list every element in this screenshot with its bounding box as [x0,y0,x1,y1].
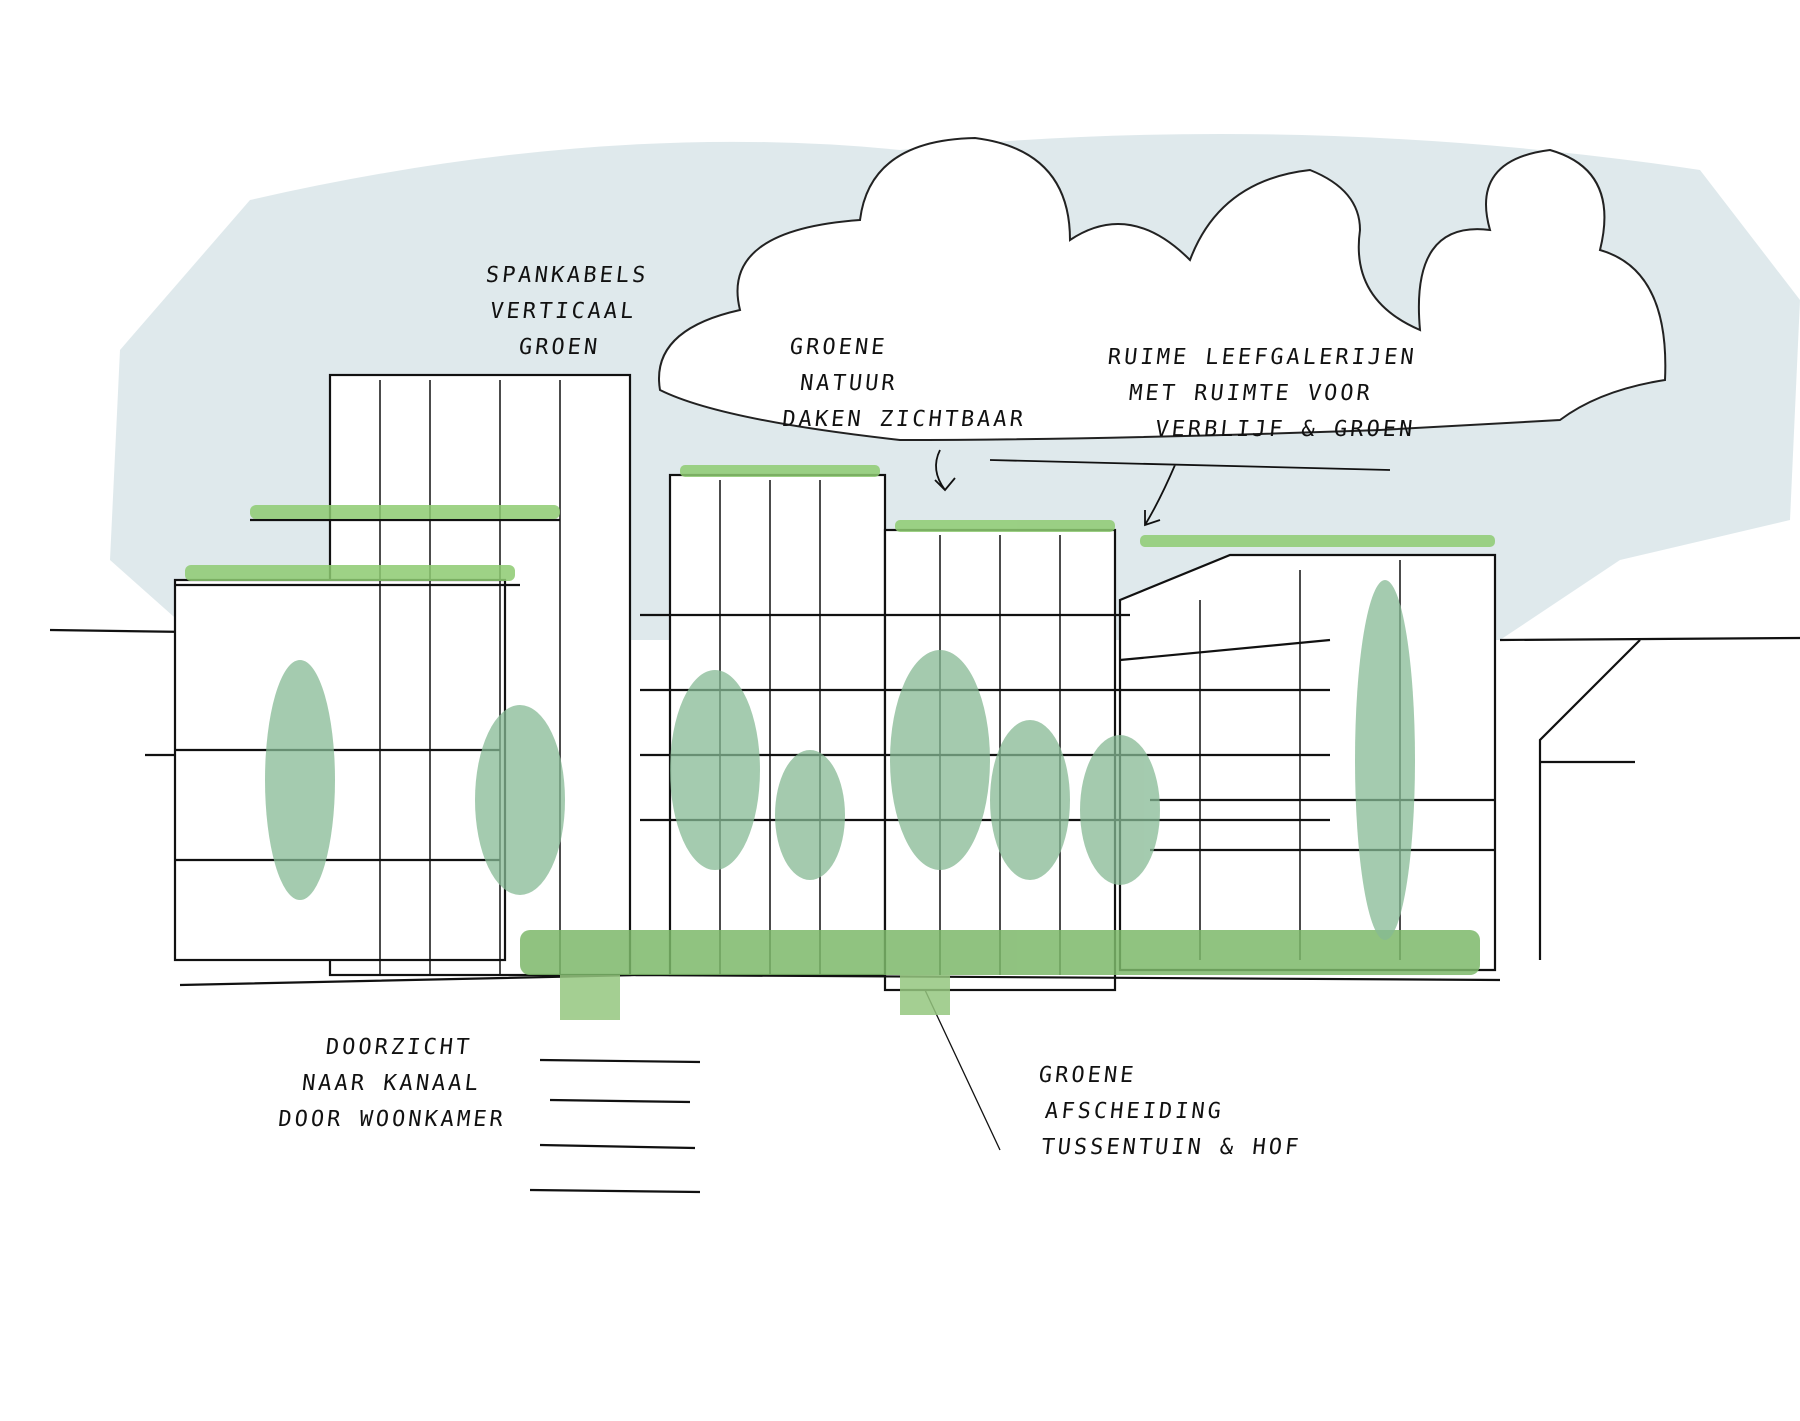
annotation-green-separation: GROENE AFSCHEIDING TUSSENTUIN & HOF [1029,1058,1310,1166]
annotation-line: DOOR WOONKAMER [276,1107,508,1132]
annotation-line: MET RUIMTE VOOR [1127,381,1375,406]
annotation-line: GROENE [788,335,889,360]
annotation-line: DOORZICHT [324,1035,474,1060]
annotation-line: AFSCHEIDING [1043,1099,1226,1124]
annotation-line: GROEN [517,335,602,360]
annotation-line: VERTICAAL [488,299,638,324]
annotation-canal-view: DOORZICHT NAAR KANAAL DOOR WOONKAMER [276,1030,515,1138]
trees [265,580,1415,940]
annotation-vertical-green: SPANKABELS VERTICAAL GROEN [476,258,650,366]
annotation-line: DAKEN ZICHTBAAR [780,407,1028,432]
green-roofs [185,465,1495,1020]
leader-arrows [934,449,1391,527]
annotation-line: VERBLIJF & GROEN [1153,417,1417,442]
annotation-green-roofs: GROENE NATUUR DAKEN ZICHTBAAR [780,330,1035,438]
annotation-line: TUSSENTUIN & HOF [1039,1135,1303,1160]
annotation-galleries: RUIME LEEFGALERIJEN MET RUIMTE VOOR VERB… [1098,340,1424,448]
annotation-line: NAAR KANAAL [300,1071,483,1096]
annotation-line: NATUUR [798,371,899,396]
annotation-line: RUIME LEEFGALERIJEN [1106,345,1418,370]
cloud-outline [658,136,1667,442]
annotation-line: GROENE [1037,1063,1138,1088]
annotation-line: SPANKABELS [484,263,650,288]
